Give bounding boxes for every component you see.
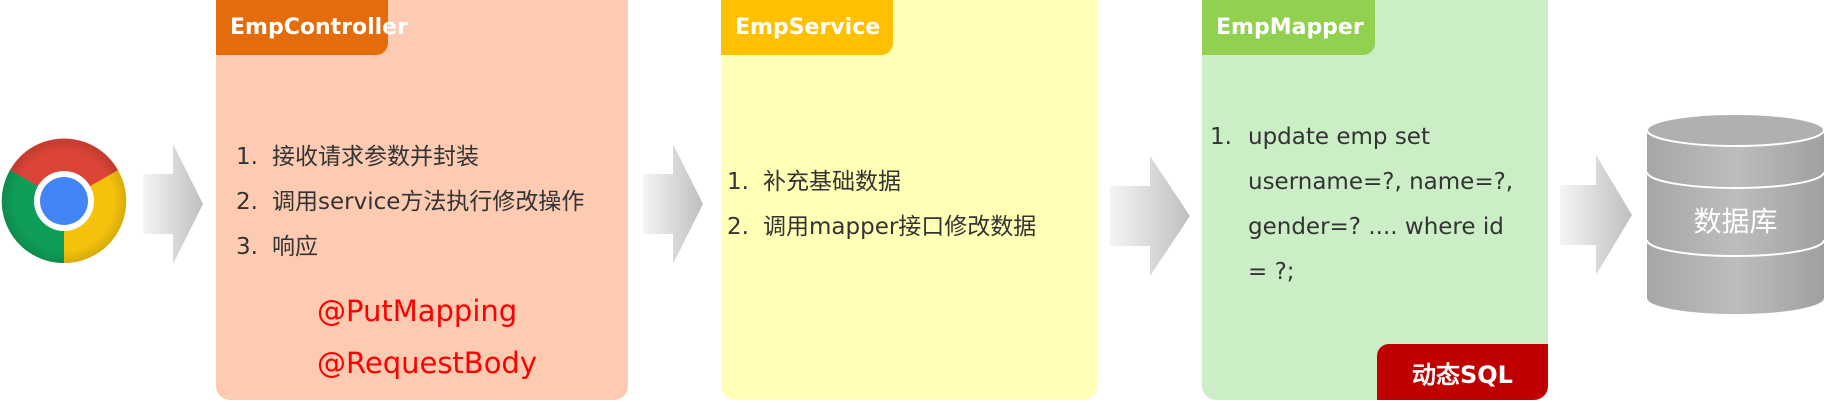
right-arrow-icon: [1560, 155, 1632, 275]
dynamic-sql-badge: 动态SQL: [1377, 344, 1548, 400]
right-arrow-icon: [1110, 156, 1190, 276]
mapper-panel: EmpMapper 1.update emp set username=?, n…: [1202, 0, 1548, 400]
right-arrow-icon: [643, 144, 703, 264]
mapper-sql-text: 1.update emp set username=?, name=?, gen…: [1202, 115, 1542, 295]
chrome-icon: [0, 137, 128, 265]
service-steps: 1.补充基础数据 2.调用mapper接口修改数据: [727, 160, 1036, 250]
list-item: 1.接收请求参数并封装: [236, 144, 479, 170]
service-title: EmpService: [721, 0, 893, 55]
list-item: 2.调用service方法执行修改操作: [236, 189, 585, 215]
controller-panel: EmpController 1.接收请求参数并封装 2.调用service方法执…: [216, 0, 628, 400]
list-item: 3.响应: [236, 234, 318, 260]
list-item: 2.调用mapper接口修改数据: [727, 214, 1037, 240]
service-panel: EmpService 1.补充基础数据 2.调用mapper接口修改数据: [721, 0, 1097, 400]
list-item: 1.补充基础数据: [727, 169, 901, 195]
annotation-putmapping: @PutMapping: [317, 294, 518, 328]
right-arrow-icon: [143, 144, 203, 264]
database-icon: 数据库: [1645, 112, 1826, 317]
controller-steps: 1.接收请求参数并封装 2.调用service方法执行修改操作 3.响应: [236, 135, 584, 270]
list-item: 1.update emp set: [1210, 124, 1430, 150]
database-label: 数据库: [1693, 205, 1778, 238]
annotation-requestbody: @RequestBody: [317, 346, 538, 380]
mapper-title: EmpMapper: [1202, 0, 1375, 55]
controller-title: EmpController: [216, 0, 408, 55]
